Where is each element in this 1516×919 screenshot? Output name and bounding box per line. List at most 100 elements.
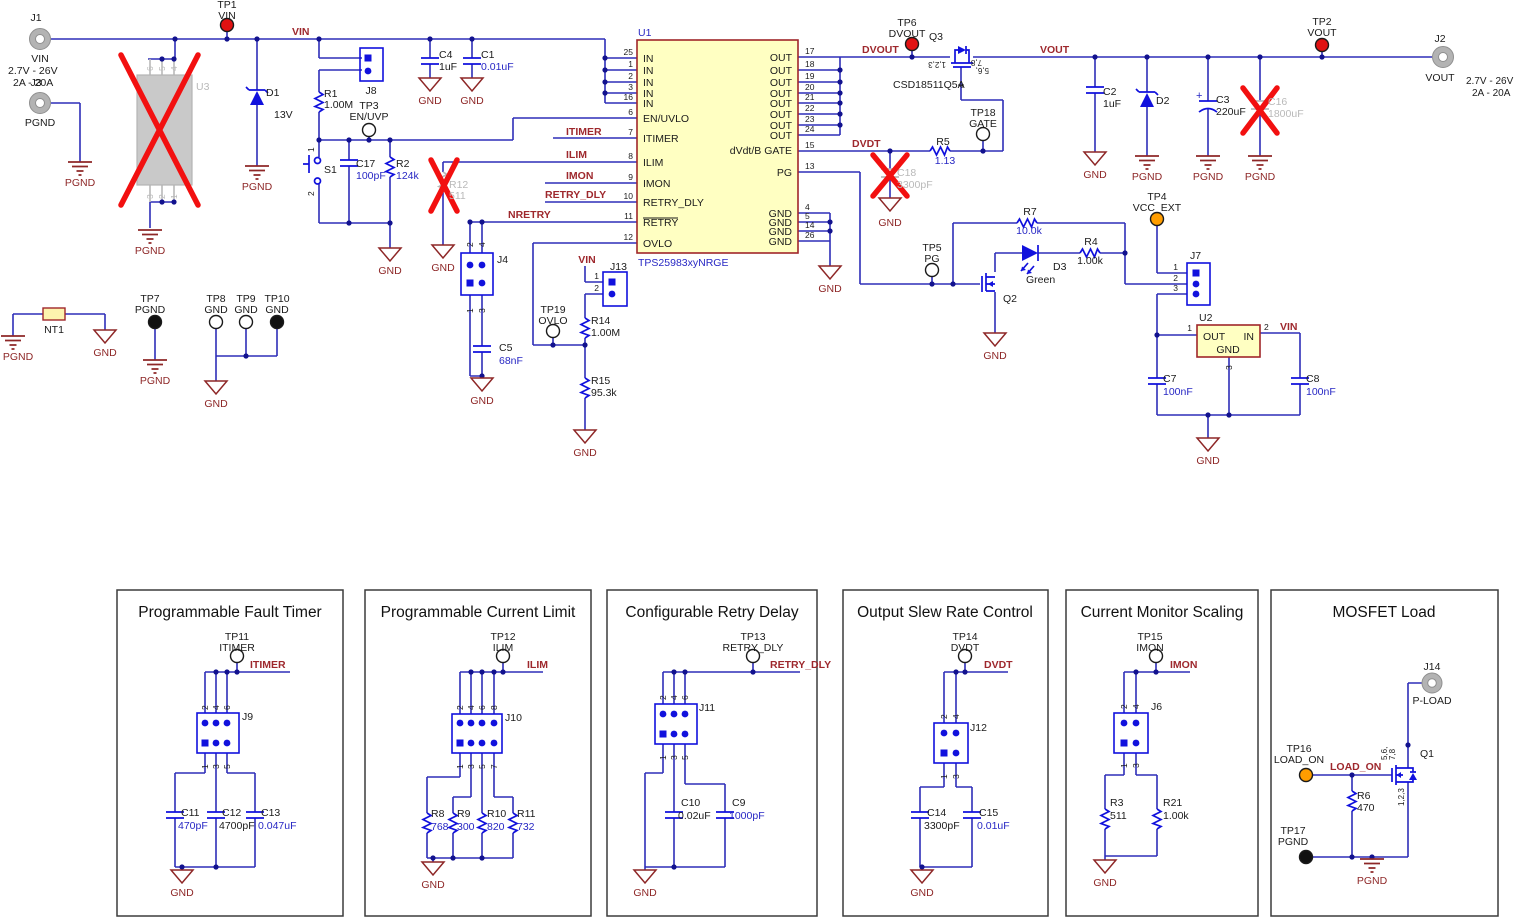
label-out: OUT	[770, 88, 793, 100]
label-vin: VIN	[292, 26, 310, 38]
label-26: 26	[805, 230, 815, 240]
label-out: OUT	[1203, 331, 1226, 343]
tp10-ref: TP10	[264, 293, 289, 305]
tp16-testpoint	[1298, 767, 1314, 783]
label-j7: J7	[1190, 250, 1201, 262]
tp6-ref: TP6	[897, 17, 916, 29]
c1-capacitor	[463, 57, 481, 65]
label-1-13: 1.13	[935, 155, 956, 167]
label-2: 2	[1173, 273, 1178, 283]
r4-resistor	[1079, 247, 1101, 260]
label-gnd: GND	[769, 236, 793, 248]
label-gnd: GND	[170, 887, 194, 899]
label-c5: C5	[499, 342, 513, 354]
r7-resistor	[1016, 217, 1038, 230]
label-dvdt: DVDT	[852, 138, 881, 150]
j10-header	[451, 713, 503, 754]
j2-connector	[1432, 46, 1454, 68]
tp12-net: ILIM	[493, 642, 513, 654]
label-2: 2	[594, 283, 599, 293]
label-d3: D3	[1053, 261, 1067, 273]
label-2-7v-26v: 2.7V - 26V	[8, 65, 58, 77]
label-q1: Q1	[1420, 748, 1434, 760]
label-17: 17	[805, 46, 815, 56]
tp17-net: PGND	[1278, 836, 1309, 848]
label-6: 6	[222, 705, 232, 710]
label-u2: U2	[1199, 312, 1213, 324]
tp11-testpoint	[229, 648, 245, 664]
label-j2: J2	[1434, 33, 1445, 45]
label-j14: J14	[1424, 661, 1441, 673]
d2-zener-diode	[1135, 88, 1159, 107]
label-pgnd: PGND	[1132, 171, 1163, 183]
section-title-3: Configurable Retry Delay	[625, 604, 798, 621]
label-r5: R5	[936, 136, 950, 148]
tp18-ref: TP18	[970, 107, 995, 119]
tp5-ref: TP5	[922, 242, 941, 254]
label-3: 3	[211, 764, 221, 769]
u3-dnp-module	[136, 74, 193, 186]
label-5: 5	[805, 211, 810, 221]
label-pgnd: PGND	[140, 375, 171, 387]
q2-mosfet	[981, 273, 995, 292]
label-11: 11	[624, 211, 633, 221]
label-1-2-3: 1,2,3	[1397, 788, 1406, 806]
label-in: IN	[643, 77, 654, 89]
label-1-00m: 1.00M	[591, 327, 620, 339]
label-j1: J1	[30, 12, 41, 24]
label-1: 1	[1119, 763, 1129, 768]
label-2: 2	[939, 714, 949, 719]
c15-capacitor	[963, 811, 981, 819]
label-green: Green	[1026, 274, 1055, 286]
label-3: 3	[1173, 283, 1178, 293]
r14-resistor	[578, 317, 591, 339]
label-1: 1	[200, 764, 210, 769]
label-100nf: 100nF	[1306, 386, 1336, 398]
section-title-5: Current Monitor Scaling	[1081, 604, 1244, 621]
label-out: OUT	[770, 130, 793, 142]
label-3: 3	[628, 82, 633, 92]
c11-capacitor	[166, 811, 184, 819]
label-3300pf: 3300pF	[897, 179, 933, 191]
label-511: 511	[449, 190, 466, 202]
label-pgnd: PGND	[135, 245, 166, 257]
label-10-0k: 10.0k	[1016, 225, 1042, 237]
r9-resistor	[446, 812, 459, 834]
r2-resistor	[383, 156, 396, 178]
label-r10: R10	[487, 808, 506, 820]
label-4: 4	[1131, 704, 1141, 709]
label-2-7v-26v: 2.7V - 26V	[1466, 76, 1514, 87]
section-title-4: Output Slew Rate Control	[857, 604, 1033, 621]
tp3-ref: TP3	[359, 100, 378, 112]
label-7-8: 7,8	[970, 58, 982, 67]
label-24: 24	[805, 124, 815, 134]
tp7-ref: TP7	[140, 293, 159, 305]
label-gnd: GND	[1196, 455, 1220, 467]
label-300: 300	[457, 821, 475, 833]
label-r2: R2	[396, 158, 410, 170]
label-c17: C17	[356, 158, 375, 170]
label-1: 1	[306, 147, 316, 152]
label-r21: R21	[1163, 797, 1182, 809]
label-8: 8	[628, 151, 633, 161]
label-c3: C3	[1216, 94, 1230, 106]
label-768: 768	[431, 821, 449, 833]
j6-header	[1113, 712, 1149, 754]
tp17-ref: TP17	[1280, 825, 1305, 837]
tp3-net: EN/UVP	[349, 111, 388, 123]
tp14-testpoint	[957, 648, 973, 664]
label-pgnd: PGND	[65, 177, 96, 189]
label-gnd: GND	[1216, 344, 1240, 356]
r10-resistor	[475, 812, 488, 834]
label-gnd: GND	[633, 887, 657, 899]
c12-capacitor	[207, 811, 225, 819]
label-gnd: GND	[204, 398, 228, 410]
c18-x-mark	[870, 152, 910, 199]
label-c1: C1	[481, 49, 495, 61]
label-6: 6	[628, 107, 633, 117]
label-c9: C9	[732, 797, 746, 809]
label-r6: R6	[1357, 790, 1371, 802]
label-itimer: ITIMER	[250, 659, 286, 671]
label-3: 3	[1224, 365, 1234, 370]
